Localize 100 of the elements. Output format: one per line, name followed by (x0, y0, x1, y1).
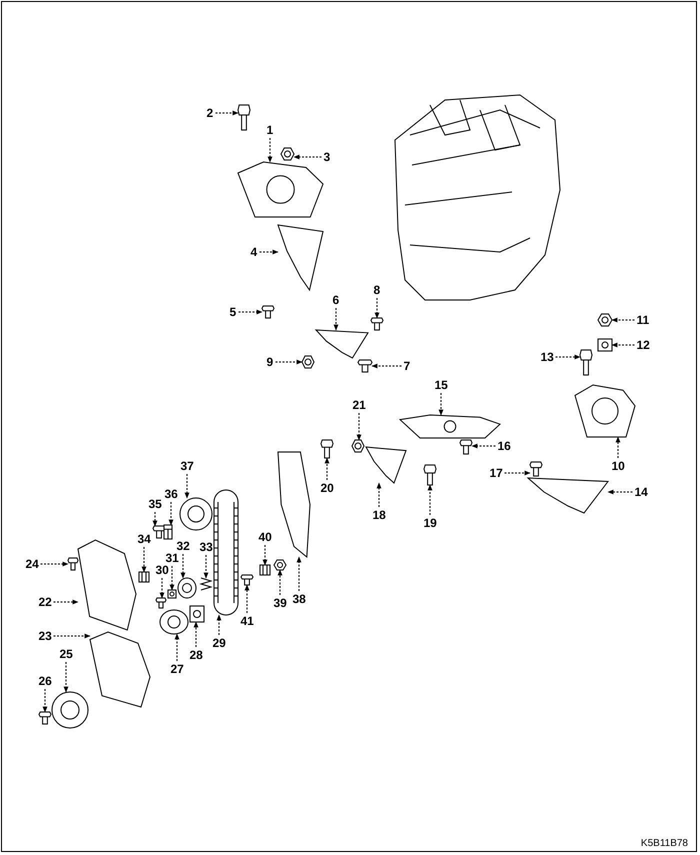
figure-code: K5B11B78 (640, 838, 688, 849)
callout-number: 28 (190, 648, 203, 662)
engine-mount-drawing (237, 161, 324, 218)
leader-line (160, 578, 164, 599)
bolt-drawing (580, 350, 593, 376)
leader-line (184, 474, 190, 499)
callout-number: 38 (292, 592, 306, 606)
nut-drawing (280, 148, 295, 160)
bolt-drawing (262, 306, 275, 318)
callout-number: 33 (200, 540, 213, 554)
sprocket-drawing (180, 498, 212, 530)
nut-drawing (301, 356, 315, 368)
callout-number: 40 (258, 530, 272, 544)
leader-line (170, 566, 174, 591)
bolt-drawing (370, 318, 384, 330)
leader-line (268, 138, 272, 163)
tensioner-roller-drawing (178, 578, 196, 598)
callout-number: 17 (490, 466, 503, 480)
leader-line (324, 457, 330, 480)
callout-number: 4 (250, 245, 258, 259)
callout-number: 14 (634, 485, 648, 499)
bolt-drawing (530, 462, 543, 476)
leader-line (152, 512, 158, 527)
callout-number: 24 (26, 557, 39, 571)
leader-line (611, 342, 635, 348)
leader-line (259, 250, 279, 254)
engine-mount-drawing (574, 384, 636, 438)
bracket-drawing (314, 329, 369, 359)
nut-drawing (273, 560, 287, 570)
bolt-drawing (424, 464, 437, 486)
spacer-drawing (138, 572, 150, 582)
nut-drawing (351, 440, 365, 452)
leader-line (278, 569, 282, 596)
callout-number: 25 (60, 647, 73, 661)
washer-drawing (168, 590, 176, 598)
leader-line (371, 364, 402, 368)
spacer-drawing (260, 564, 270, 576)
callout-number: 20 (320, 481, 334, 495)
callout-number: 30 (156, 563, 169, 577)
callout-number: 21 (352, 398, 366, 412)
callout-number: 31 (166, 551, 179, 565)
washer-drawing (190, 606, 204, 622)
callout-number: 18 (372, 508, 386, 522)
callout-number: 16 (498, 439, 511, 453)
callout-number: 29 (212, 636, 226, 650)
bracket-drawing (526, 477, 609, 514)
callout-number: 15 (434, 378, 448, 392)
sprocket-drawing (160, 610, 188, 634)
backing-plate-drawing (277, 452, 310, 558)
leader-line (555, 354, 581, 360)
leader-line (244, 584, 250, 614)
leader-line (374, 298, 380, 319)
timing-cover-drawing (89, 631, 151, 708)
callout-number: 19 (424, 516, 437, 530)
bracket-drawing (365, 446, 407, 484)
leader-line (194, 621, 198, 648)
leader-line (607, 490, 633, 494)
callout-number: 12 (636, 338, 650, 352)
leader-line (293, 154, 322, 160)
leader-line (376, 482, 382, 508)
callout-number: 36 (164, 487, 178, 501)
callout-number: 41 (240, 614, 254, 628)
callout-number: 11 (636, 313, 650, 327)
leader-line (204, 554, 208, 579)
leader-line (53, 634, 91, 638)
callout-number: 39 (274, 596, 287, 610)
leader-line (275, 360, 303, 364)
callout-number: 26 (38, 674, 52, 688)
leader-line (616, 436, 620, 458)
bolt-drawing (238, 104, 251, 130)
callout-number: 22 (38, 595, 52, 609)
leader-line (216, 614, 222, 636)
callout-number: 13 (540, 350, 554, 364)
leader-line (168, 502, 174, 526)
leader-line (174, 633, 180, 662)
callout-number: 6 (332, 293, 340, 307)
nut-drawing (597, 314, 613, 326)
callout-number: 37 (180, 459, 194, 473)
leader-line (428, 484, 432, 516)
leader-line (296, 556, 302, 592)
bolt-drawing (240, 574, 254, 586)
leader-line (356, 412, 362, 441)
leader-line (438, 392, 444, 416)
leader-line (611, 318, 635, 322)
callout-number: 35 (148, 497, 162, 511)
callout-number: 23 (38, 629, 52, 643)
leader-line (42, 688, 48, 713)
bolt-drawing (38, 712, 52, 724)
bolt-drawing (152, 526, 166, 538)
bracket-drawing (277, 224, 324, 292)
pulley-drawing (52, 692, 88, 728)
leader-line (64, 662, 68, 693)
callout-number: 5 (230, 305, 236, 319)
bolt-drawing (156, 598, 167, 608)
leader-line (215, 110, 239, 116)
callout-number: 7 (404, 359, 410, 373)
leader-line (262, 544, 268, 566)
bolt-drawing (460, 440, 473, 454)
leader-line (180, 554, 186, 579)
callout-number: 32 (176, 539, 190, 553)
